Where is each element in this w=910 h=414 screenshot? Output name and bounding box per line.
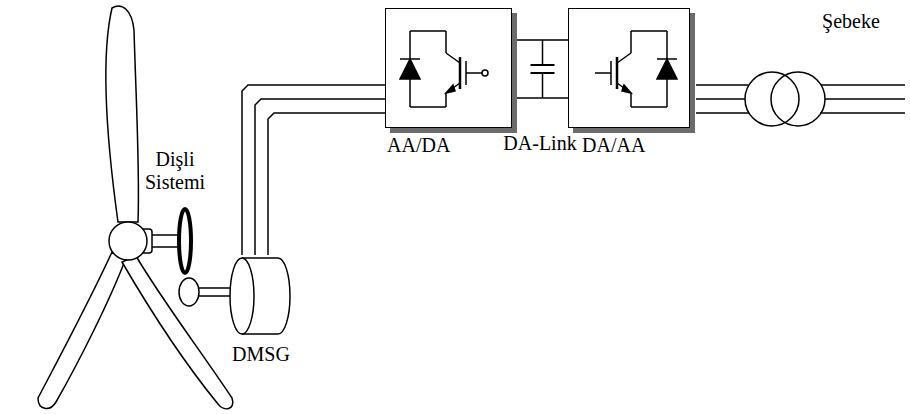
node-symbol <box>569 9 691 129</box>
diagram-label: Dişli Sistemi <box>138 148 212 194</box>
converter-node: DA/AA <box>568 8 690 157</box>
node-symbol <box>386 9 513 129</box>
generator-node: DMSG <box>228 255 294 366</box>
generator-body <box>228 255 294 337</box>
connector <box>242 85 385 255</box>
gear-small <box>179 278 199 306</box>
converter-box <box>385 8 512 128</box>
transformer <box>745 72 825 126</box>
node-label: DA/AA <box>582 134 690 157</box>
connector <box>517 40 568 98</box>
gear-large <box>179 209 191 273</box>
igbt-diode-rectifier <box>400 31 488 107</box>
label-holder: Şebeke <box>806 10 896 33</box>
igbt-diode-inverter <box>595 31 677 107</box>
label-holder: Dişli Sistemi <box>138 148 212 194</box>
converter-box <box>568 8 690 128</box>
converter-node: AA/DA <box>385 8 512 157</box>
diagram-label: DA-Link <box>496 132 584 155</box>
rotor-hub <box>109 222 147 260</box>
turbine-blades <box>38 6 233 409</box>
node-label: DMSG <box>208 343 314 366</box>
generator-drawing <box>230 258 290 334</box>
node-label: AA/DA <box>387 134 512 157</box>
node-symbol <box>228 255 294 337</box>
label-holder: DA-Link <box>496 132 584 155</box>
diagram-label: Şebeke <box>806 10 896 33</box>
ac-output-wires <box>696 85 905 113</box>
